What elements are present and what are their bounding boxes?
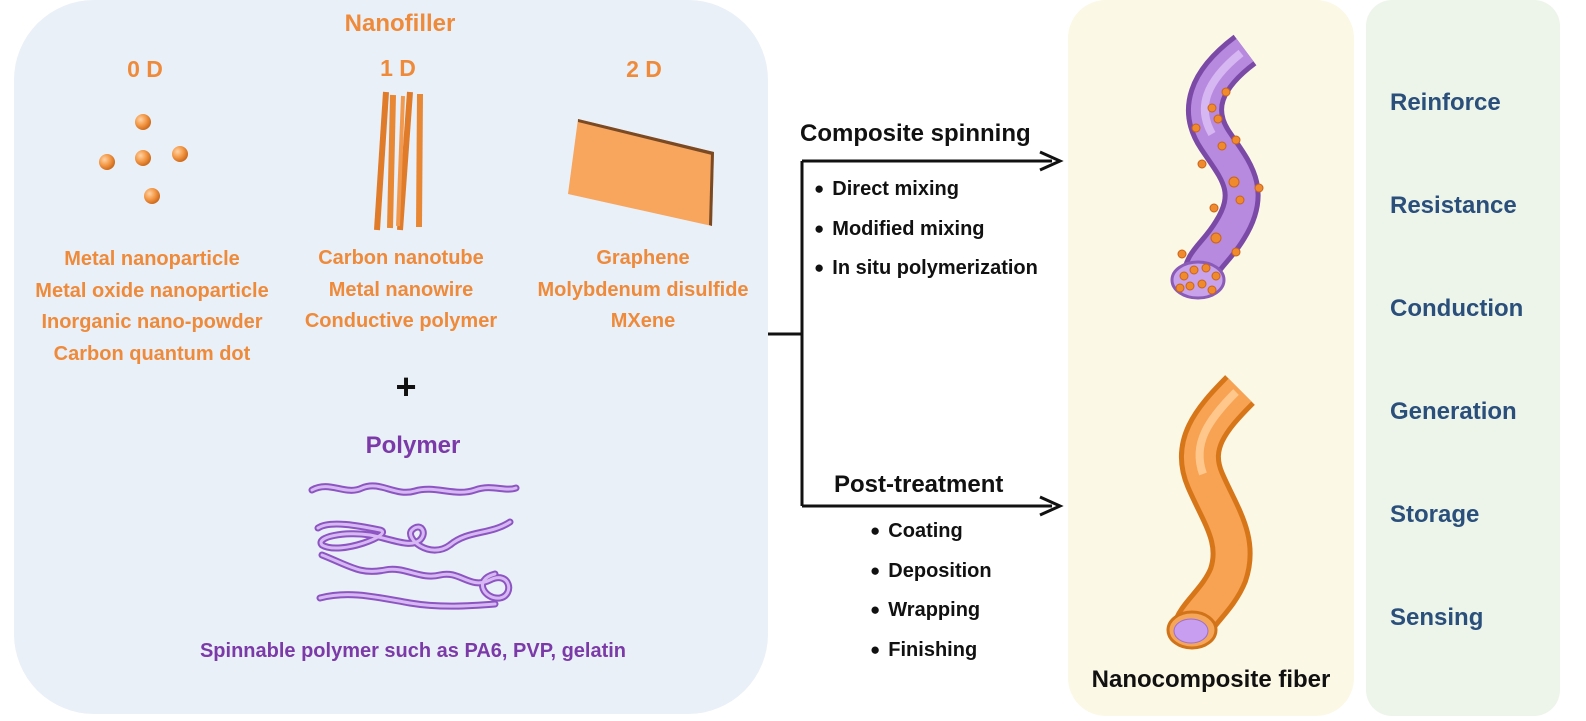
list-item: Metal nanowire [328, 278, 474, 301]
post-treatment-methods: Coating Deposition Wrapping Finishing [870, 512, 992, 671]
composite-fiber-illustration [1170, 34, 1264, 300]
application-item-sensing: Sensing [1390, 604, 1484, 631]
fiber-label: Nanocomposite fiber [1091, 666, 1331, 693]
nanoparticle [135, 150, 151, 166]
method-item: Wrapping [870, 591, 992, 631]
nanoparticles-illustration [99, 114, 188, 204]
nanotubes-illustration [374, 91, 423, 231]
nanoparticle [135, 114, 151, 130]
sheet-illustration [568, 119, 714, 226]
nanoparticle [99, 154, 115, 170]
nanofiller-title: Nanofiller [344, 10, 456, 37]
nanotube-rod [374, 91, 389, 231]
application-item-reinforce: Reinforce [1390, 89, 1501, 116]
plus-sign: + [395, 366, 417, 407]
polymer-caption: Spinnable polymer such as PA6, PVP, gela… [199, 640, 627, 662]
list-item: Conductive polymer [304, 310, 498, 332]
nanotube-list: Carbon nanotube Metal nanowire Conductiv… [286, 243, 516, 338]
nanotube-rod [416, 93, 423, 228]
method-item: Direct mixing [814, 170, 1038, 210]
application-item-conduction: Conduction [1390, 295, 1524, 322]
method-item: In situ polymerization [814, 249, 1038, 289]
list-item: Inorganic nano-powder [41, 311, 263, 333]
list-item: Graphene [596, 247, 690, 269]
composite-spinning-title: Composite spinning [800, 120, 1031, 147]
list-item: Molybdenum disulfide [537, 278, 749, 301]
nanoparticle [144, 188, 160, 204]
post-treatment-title: Post-treatment [834, 471, 1004, 498]
method-item: Deposition [870, 552, 991, 592]
dimension-label-1d: 1 D [380, 55, 416, 81]
method-item: Modified mixing [814, 210, 1038, 250]
nanoparticle [172, 146, 188, 162]
list-item: Carbon nanotube [318, 247, 484, 269]
dimension-label-2d: 2 D [626, 56, 662, 82]
sheet-list: Graphene Molybdenum disulfide MXene [518, 243, 768, 338]
coated-fiber-illustration [1166, 375, 1255, 650]
application-item-generation: Generation [1390, 398, 1517, 425]
application-item-resistance: Resistance [1390, 192, 1517, 219]
list-item: Carbon quantum dot [53, 342, 251, 365]
polymer-title: Polymer [365, 432, 461, 459]
list-item: Metal oxide nanoparticle [35, 279, 269, 302]
method-item: Coating [870, 512, 992, 552]
nanotube-rod [396, 95, 405, 227]
dimension-label-0d: 0 D [127, 56, 163, 82]
method-item: Finishing [870, 631, 992, 671]
list-item: MXene [610, 310, 676, 332]
application-item-storage: Storage [1390, 501, 1480, 528]
nanoparticle-list: Metal nanoparticle Metal oxide nanoparti… [20, 244, 284, 370]
composite-spinning-methods: Direct mixing Modified mixing In situ po… [814, 170, 1038, 289]
list-item: Metal nanoparticle [64, 248, 240, 270]
nanotube-rod [397, 91, 413, 231]
process-connector [768, 150, 1064, 517]
applications-panel [1366, 0, 1560, 716]
nanotube-rod [387, 94, 396, 229]
polymer-chains-illustration [308, 482, 520, 610]
